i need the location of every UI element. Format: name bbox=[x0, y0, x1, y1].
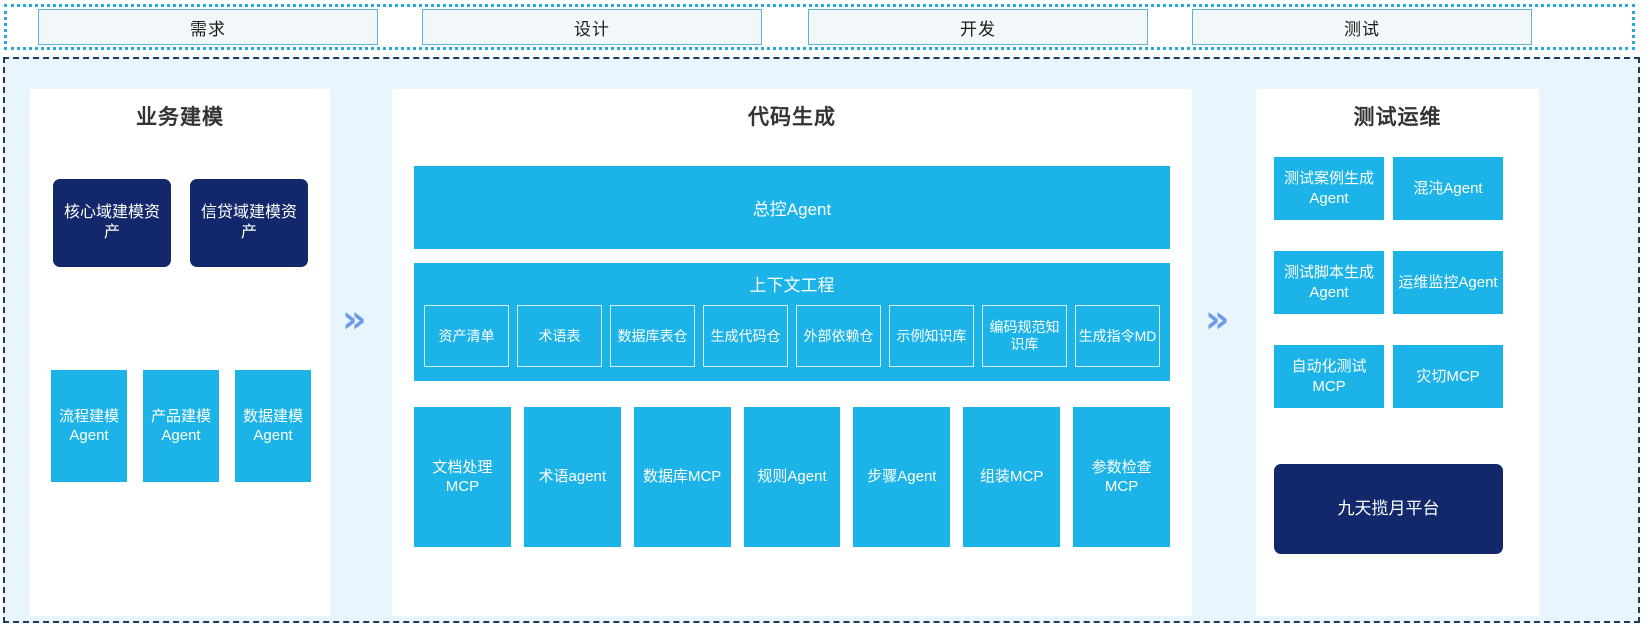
card-test-case-generation-agent[interactable]: 测试案例生成Agent bbox=[1274, 157, 1384, 220]
context-engineering-item-list: 资产清单 术语表 数据库表仓 生成代码仓 外部依赖仓 示例知识库 bbox=[424, 305, 1160, 367]
architecture-canvas: 业务建模 核心域建模资产 信贷域建模资产 流程建模Agent 产品建模Agent… bbox=[3, 57, 1640, 623]
card-step-agent[interactable]: 步骤Agent bbox=[853, 407, 951, 547]
card-label: 九天揽月平台 bbox=[1337, 499, 1440, 519]
context-item-label: 生成指令MD bbox=[1078, 327, 1157, 344]
card-label: 总控Agent bbox=[752, 200, 832, 219]
panel-test-operations: 测试运维 测试案例生成Agent 混沌Agent 测试脚本生成Agent 运维监… bbox=[1256, 89, 1539, 616]
card-glossary-agent[interactable]: 术语agent bbox=[523, 407, 621, 547]
card-product-modeling-agent[interactable]: 产品建模Agent bbox=[143, 370, 219, 482]
card-label: 组装MCP bbox=[980, 468, 1044, 486]
panel-title-test-operations: 测试运维 bbox=[1353, 106, 1442, 129]
card-chaos-agent[interactable]: 混沌Agent bbox=[1393, 157, 1503, 220]
context-item-example-knowledge-base[interactable]: 示例知识库 bbox=[889, 305, 974, 367]
context-item-coding-standard-knowledge-base[interactable]: 编码规范知识库 bbox=[982, 305, 1067, 367]
phase-tab-testing[interactable]: 测试 bbox=[1192, 9, 1532, 45]
chevron-right-arrow-icon: » bbox=[1205, 297, 1230, 341]
card-label: 运维监控Agent bbox=[1398, 273, 1498, 291]
phase-tab-requirements[interactable]: 需求 bbox=[38, 9, 378, 45]
card-label: 产品建模Agent bbox=[150, 407, 211, 444]
phase-tab-label: 设计 bbox=[574, 19, 610, 39]
card-data-modeling-agent[interactable]: 数据建模Agent bbox=[235, 370, 311, 482]
card-label: 规则Agent bbox=[757, 468, 827, 486]
panel-code-generation: 代码生成 总控Agent 上下文工程 资产清单 术语表 数据库表仓 生成代码仓 bbox=[392, 89, 1192, 616]
card-rule-agent[interactable]: 规则Agent bbox=[743, 407, 841, 547]
phase-tab-label: 需求 bbox=[190, 19, 226, 39]
context-item-label: 数据库表仓 bbox=[617, 327, 688, 344]
panel-business-modeling: 业务建模 核心域建模资产 信贷域建模资产 流程建模Agent 产品建模Agent… bbox=[30, 89, 330, 616]
card-label: 术语agent bbox=[538, 468, 607, 486]
context-item-label: 资产清单 bbox=[438, 327, 495, 344]
context-item-generation-instruction-md[interactable]: 生成指令MD bbox=[1075, 305, 1160, 367]
card-label: 数据库MCP bbox=[642, 468, 722, 486]
context-item-label: 术语表 bbox=[538, 327, 581, 344]
card-ops-monitoring-agent[interactable]: 运维监控Agent bbox=[1393, 251, 1503, 314]
card-document-processing-mcp[interactable]: 文档处理MCP bbox=[414, 407, 511, 547]
card-process-modeling-agent[interactable]: 流程建模Agent bbox=[51, 370, 127, 482]
card-disaster-switch-mcp[interactable]: 灾切MCP bbox=[1393, 345, 1503, 408]
card-label: 核心域建模资产 bbox=[63, 203, 160, 241]
card-master-control-agent[interactable]: 总控Agent bbox=[414, 166, 1170, 249]
group-title-context-engineering: 上下文工程 bbox=[749, 276, 835, 295]
context-item-generated-code-repo[interactable]: 生成代码仓 bbox=[703, 305, 788, 367]
card-label: 混沌Agent bbox=[1413, 179, 1483, 197]
card-label: 数据建模Agent bbox=[242, 407, 303, 444]
card-assembly-mcp[interactable]: 组装MCP bbox=[963, 407, 1061, 547]
context-item-label: 编码规范知识库 bbox=[989, 319, 1060, 352]
phase-tab-development[interactable]: 开发 bbox=[808, 9, 1148, 45]
card-core-domain-asset[interactable]: 核心域建模资产 bbox=[53, 179, 171, 267]
panel-title-business-modeling: 业务建模 bbox=[136, 106, 224, 129]
phase-tab-design[interactable]: 设计 bbox=[422, 9, 762, 45]
card-parameter-check-mcp[interactable]: 参数检查MCP bbox=[1073, 407, 1171, 547]
context-item-db-table-repo[interactable]: 数据库表仓 bbox=[610, 305, 695, 367]
card-label: 信贷域建模资产 bbox=[200, 203, 297, 241]
group-context-engineering: 上下文工程 资产清单 术语表 数据库表仓 生成代码仓 外部依赖仓 示 bbox=[414, 263, 1170, 381]
context-item-label: 示例知识库 bbox=[896, 327, 967, 344]
context-item-asset-inventory[interactable]: 资产清单 bbox=[424, 305, 509, 367]
code-generation-tool-list: 文档处理MCP 术语agent 数据库MCP 规则Agent 步骤Agent 组… bbox=[414, 407, 1171, 547]
card-label: 测试脚本生成Agent bbox=[1283, 264, 1374, 301]
card-test-script-generation-agent[interactable]: 测试脚本生成Agent bbox=[1274, 251, 1384, 314]
panel-title-code-generation: 代码生成 bbox=[748, 106, 836, 129]
card-label: 流程建模Agent bbox=[58, 407, 119, 444]
chevron-right-arrow-icon: » bbox=[342, 297, 367, 341]
card-label: 自动化测试MCP bbox=[1291, 358, 1367, 395]
card-credit-domain-asset[interactable]: 信贷域建模资产 bbox=[190, 179, 308, 267]
context-item-external-dependency-repo[interactable]: 外部依赖仓 bbox=[796, 305, 881, 367]
card-label: 步骤Agent bbox=[867, 468, 937, 486]
context-item-label: 生成代码仓 bbox=[710, 327, 781, 344]
card-automated-test-mcp[interactable]: 自动化测试MCP bbox=[1274, 345, 1384, 408]
card-database-mcp[interactable]: 数据库MCP bbox=[633, 407, 731, 547]
card-label: 测试案例生成Agent bbox=[1283, 170, 1374, 207]
card-label: 灾切MCP bbox=[1416, 367, 1480, 385]
card-label: 文档处理MCP bbox=[432, 458, 493, 495]
context-item-label: 外部依赖仓 bbox=[803, 327, 874, 344]
phase-tab-label: 测试 bbox=[1344, 19, 1380, 39]
card-label: 参数检查MCP bbox=[1091, 458, 1152, 495]
phase-tab-label: 开发 bbox=[960, 19, 996, 39]
phase-strip: 需求 设计 开发 测试 bbox=[4, 4, 1635, 50]
card-jiutian-lanyue-platform[interactable]: 九天揽月平台 bbox=[1274, 464, 1503, 554]
context-item-glossary[interactable]: 术语表 bbox=[517, 305, 602, 367]
